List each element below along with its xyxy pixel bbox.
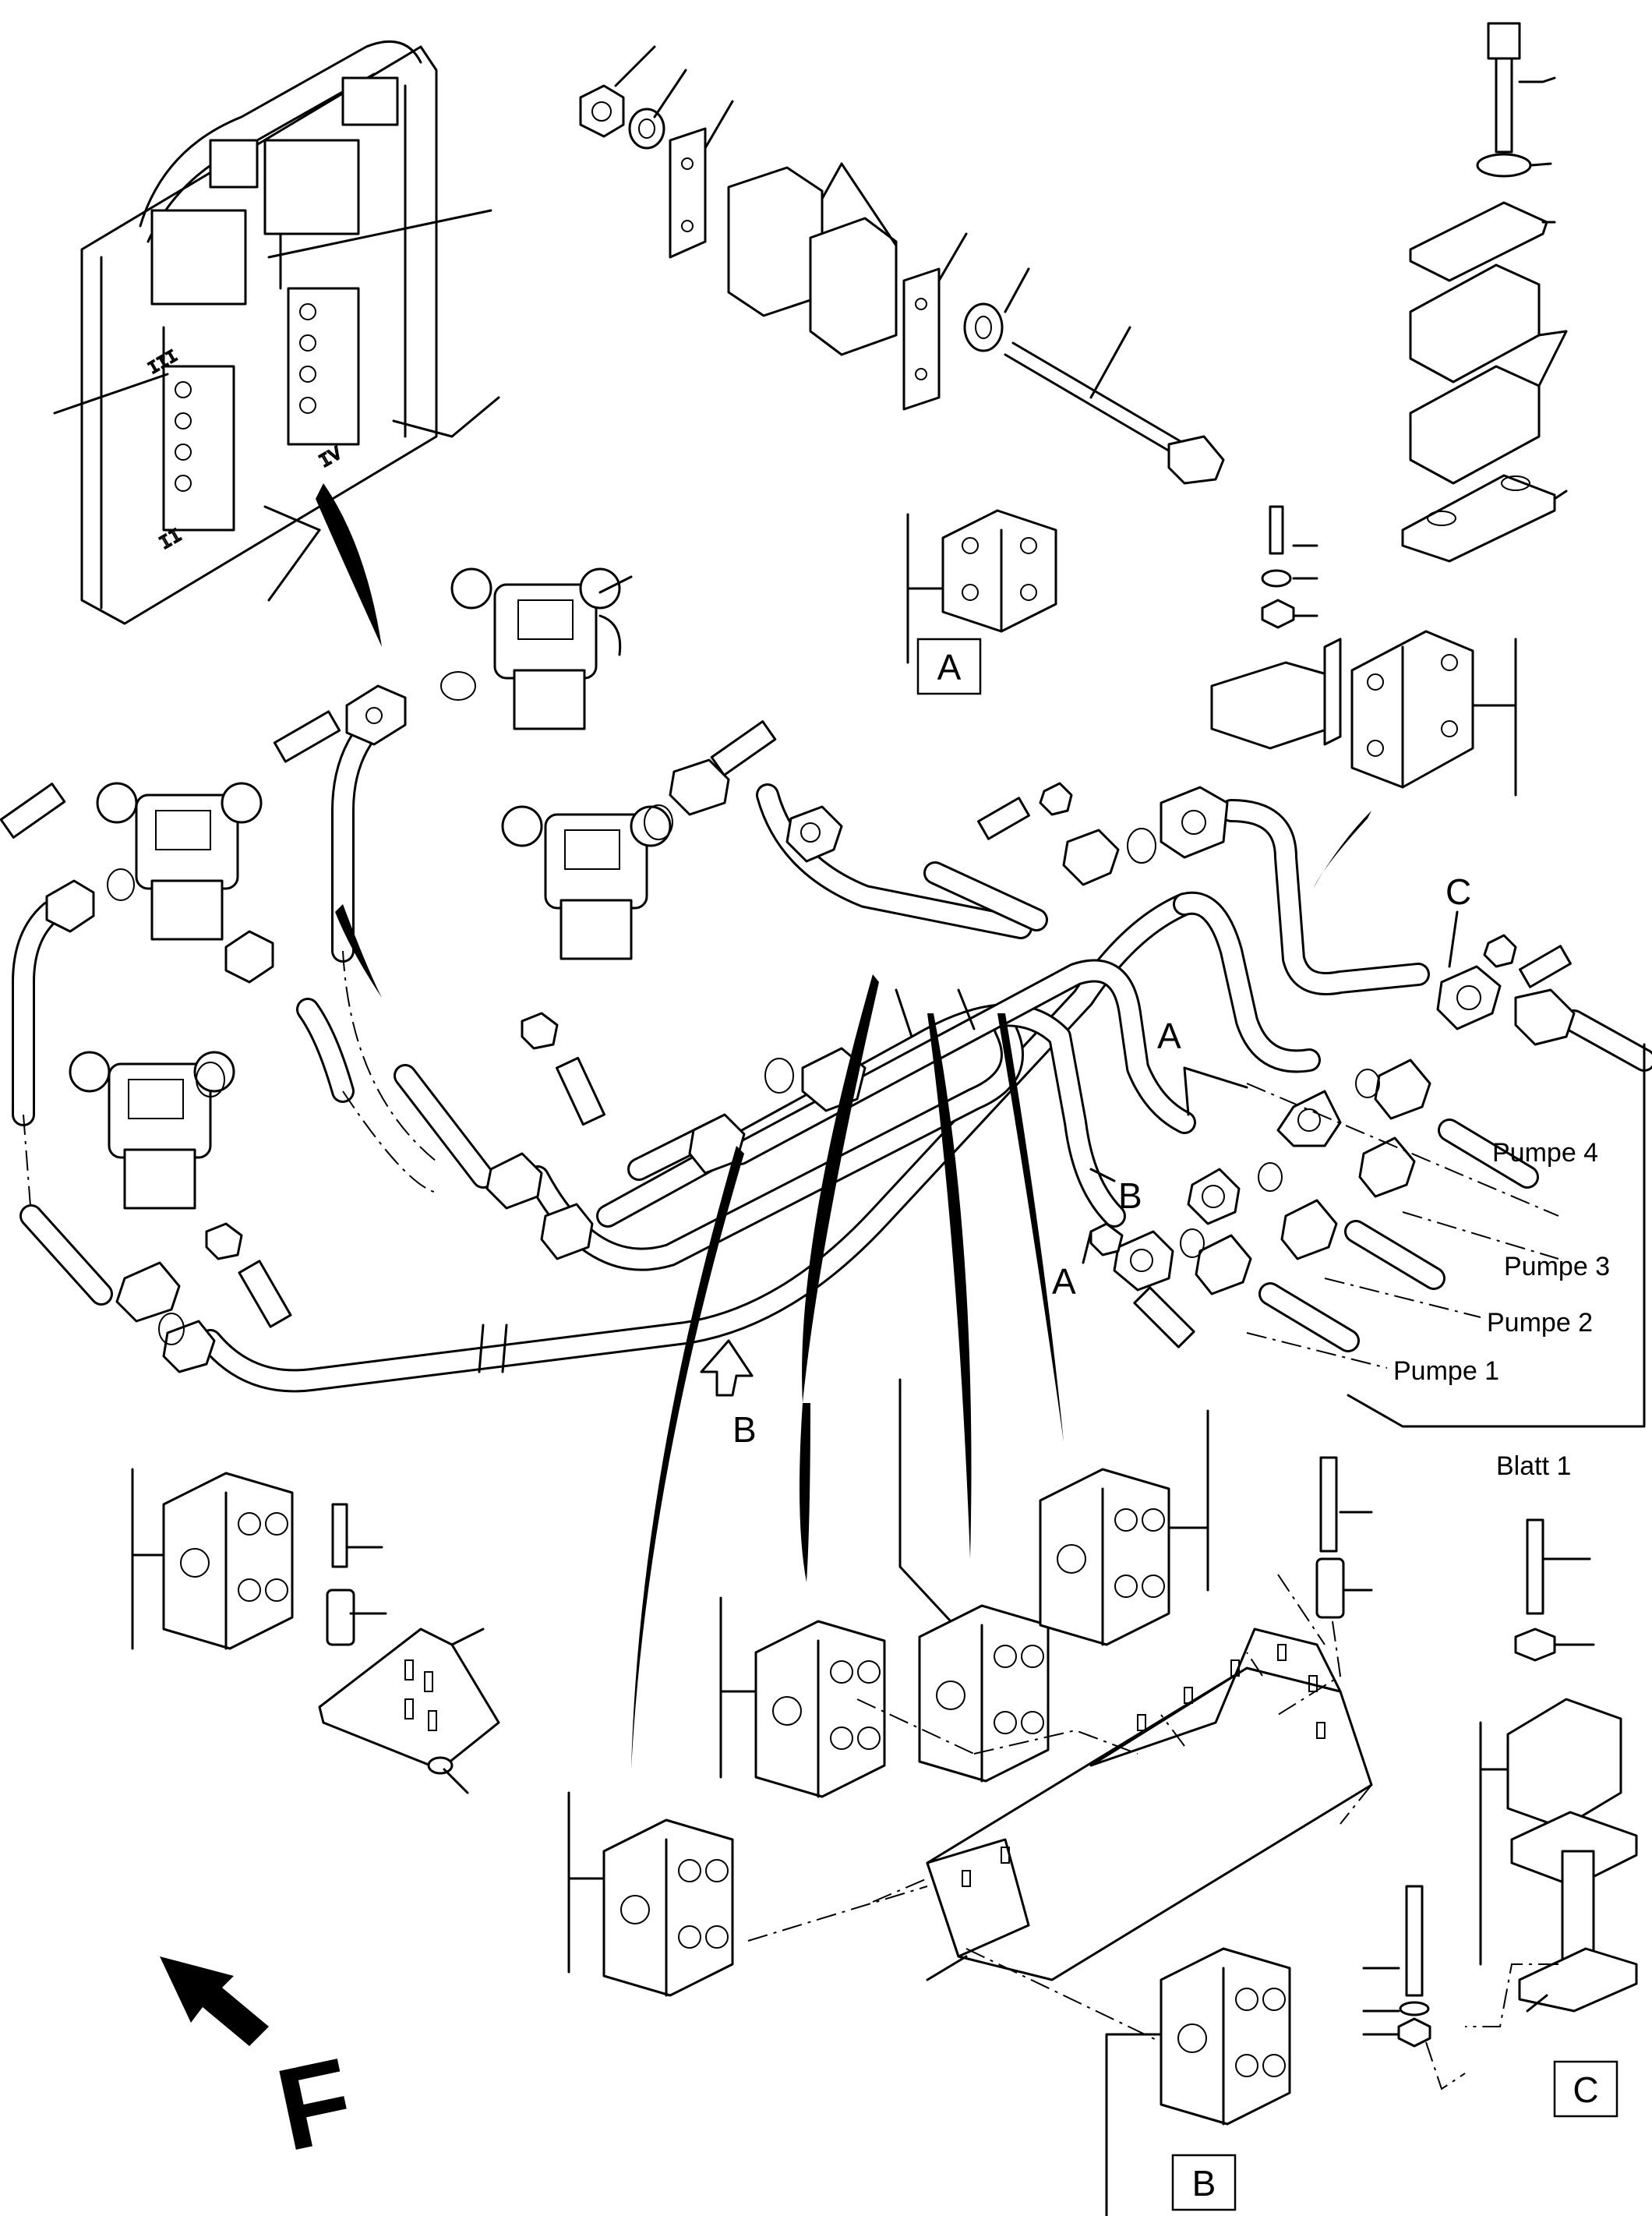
callout-c: C (1446, 871, 1471, 912)
clamp-exploded-set (579, 45, 1225, 485)
pump-label-4: Pumpe 4 (1492, 1138, 1598, 1168)
pump-unit-left-bottom (69, 1051, 235, 1210)
pump-label-group: Pumpe 4 Pumpe 3 Pumpe 2 Pumpe 1 Blatt 1 (1246, 1043, 1646, 1481)
direction-arrow-group: F (160, 1956, 363, 2175)
flanges-and-fittings (0, 671, 1576, 1373)
support-view-c (1465, 1518, 1638, 2027)
leader-curves (335, 904, 1064, 1769)
pump-label-2: Pumpe 2 (1487, 1308, 1593, 1338)
bracket-clamp-right (1210, 505, 1517, 889)
view-b-label: B (1192, 2163, 1216, 2204)
callout-a-upper: A (1157, 1016, 1181, 1056)
arrow-b-indicator (700, 1339, 754, 1397)
view-c-label-box (1553, 2060, 1618, 2118)
pump-unit-mid (501, 805, 672, 960)
view-c-label: C (1573, 2069, 1598, 2110)
mounting-bracket-small (318, 1503, 500, 1794)
clamp-block-lower-mid2 (898, 1378, 1050, 1783)
callout-a-lower: A (1052, 1261, 1076, 1302)
clamp-block-view-b (1105, 1947, 1291, 2216)
clamp-bolt-stack-right (1401, 22, 1568, 563)
callout-b-upper: B (1118, 1175, 1142, 1216)
control-valve-bank: II IV III (53, 40, 500, 647)
clamp-block-lower-mid1 (719, 1596, 886, 1798)
clamp-block-bottom-left (567, 1791, 734, 1997)
view-a-label-box (916, 638, 982, 695)
sheet-ref-label: Blatt 1 (1496, 1451, 1571, 1481)
pump-label-1: Pumpe 1 (1393, 1356, 1499, 1386)
clamp-block-lower-left (131, 1468, 294, 1650)
bolt-spacer-right (1277, 1456, 1373, 1716)
mounting-bracket-long (747, 1574, 1373, 2043)
direction-letter: F (267, 2033, 364, 2175)
pump-unit-left-top (96, 782, 263, 941)
pump-label-3: Pumpe 3 (1504, 1252, 1610, 1281)
pump-unit-top (450, 567, 633, 730)
callout-b-lower: B (732, 1409, 757, 1450)
direction-arrow-icon (160, 1956, 269, 2046)
view-a-label: A (937, 647, 962, 687)
clamp-view-a (906, 509, 1057, 664)
clamp-block-lower-right (1039, 1409, 1209, 1646)
bolt-stack-lower (1362, 1885, 1466, 2091)
view-b-label-box (1171, 2154, 1237, 2211)
